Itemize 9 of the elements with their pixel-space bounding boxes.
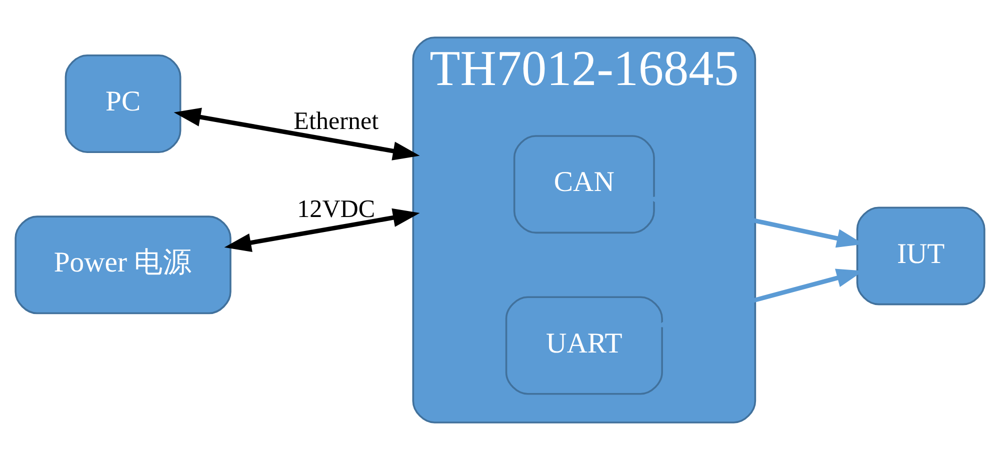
edge-label: 12VDC <box>297 195 376 222</box>
node-box: IUT <box>856 206 986 305</box>
node-box: UART <box>505 296 663 394</box>
edge-label: Ethernet <box>294 108 379 135</box>
arrow <box>174 107 420 160</box>
node-box: CAN <box>513 134 655 234</box>
node-box: Power 电源 <box>14 215 232 314</box>
arrow <box>224 208 420 252</box>
node-box: PC <box>64 54 182 152</box>
